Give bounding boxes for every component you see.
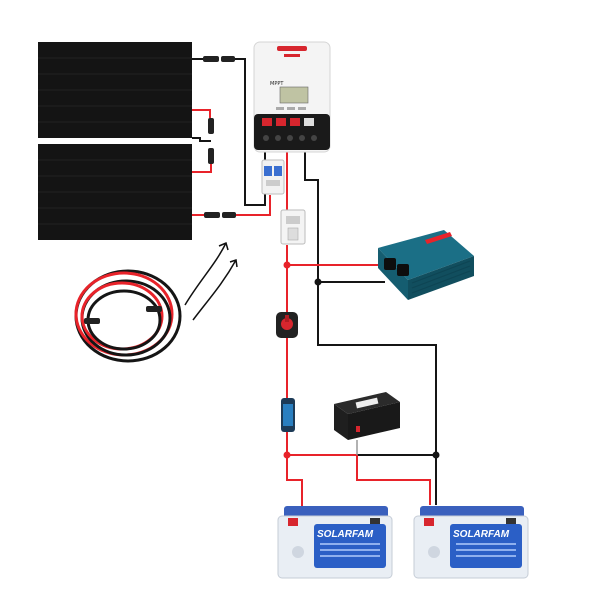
panel-connectors [203,56,236,218]
solar-panel-bottom [38,144,192,240]
controller-label: MPPT [270,81,284,87]
battery-brand-right: SOLARFAM [453,529,510,540]
battery-left: SOLARFAM [277,506,393,579]
battery-brand-left: SOLARFAM [317,529,374,540]
fuse-holder [280,209,306,245]
positive-wires [192,109,431,510]
solar-panel-top [38,42,192,138]
inline-fuse [281,398,295,432]
junction-dots [283,261,440,459]
negative-wires [192,58,437,505]
inverter [378,230,474,300]
battery-switch [276,312,298,338]
battery-right: SOLARFAM [413,506,529,579]
arrows [184,241,238,321]
battery-monitor [334,392,400,440]
dc-breaker [261,159,285,195]
charge-controller: MPPT [253,41,331,153]
cable-coil [74,269,182,363]
